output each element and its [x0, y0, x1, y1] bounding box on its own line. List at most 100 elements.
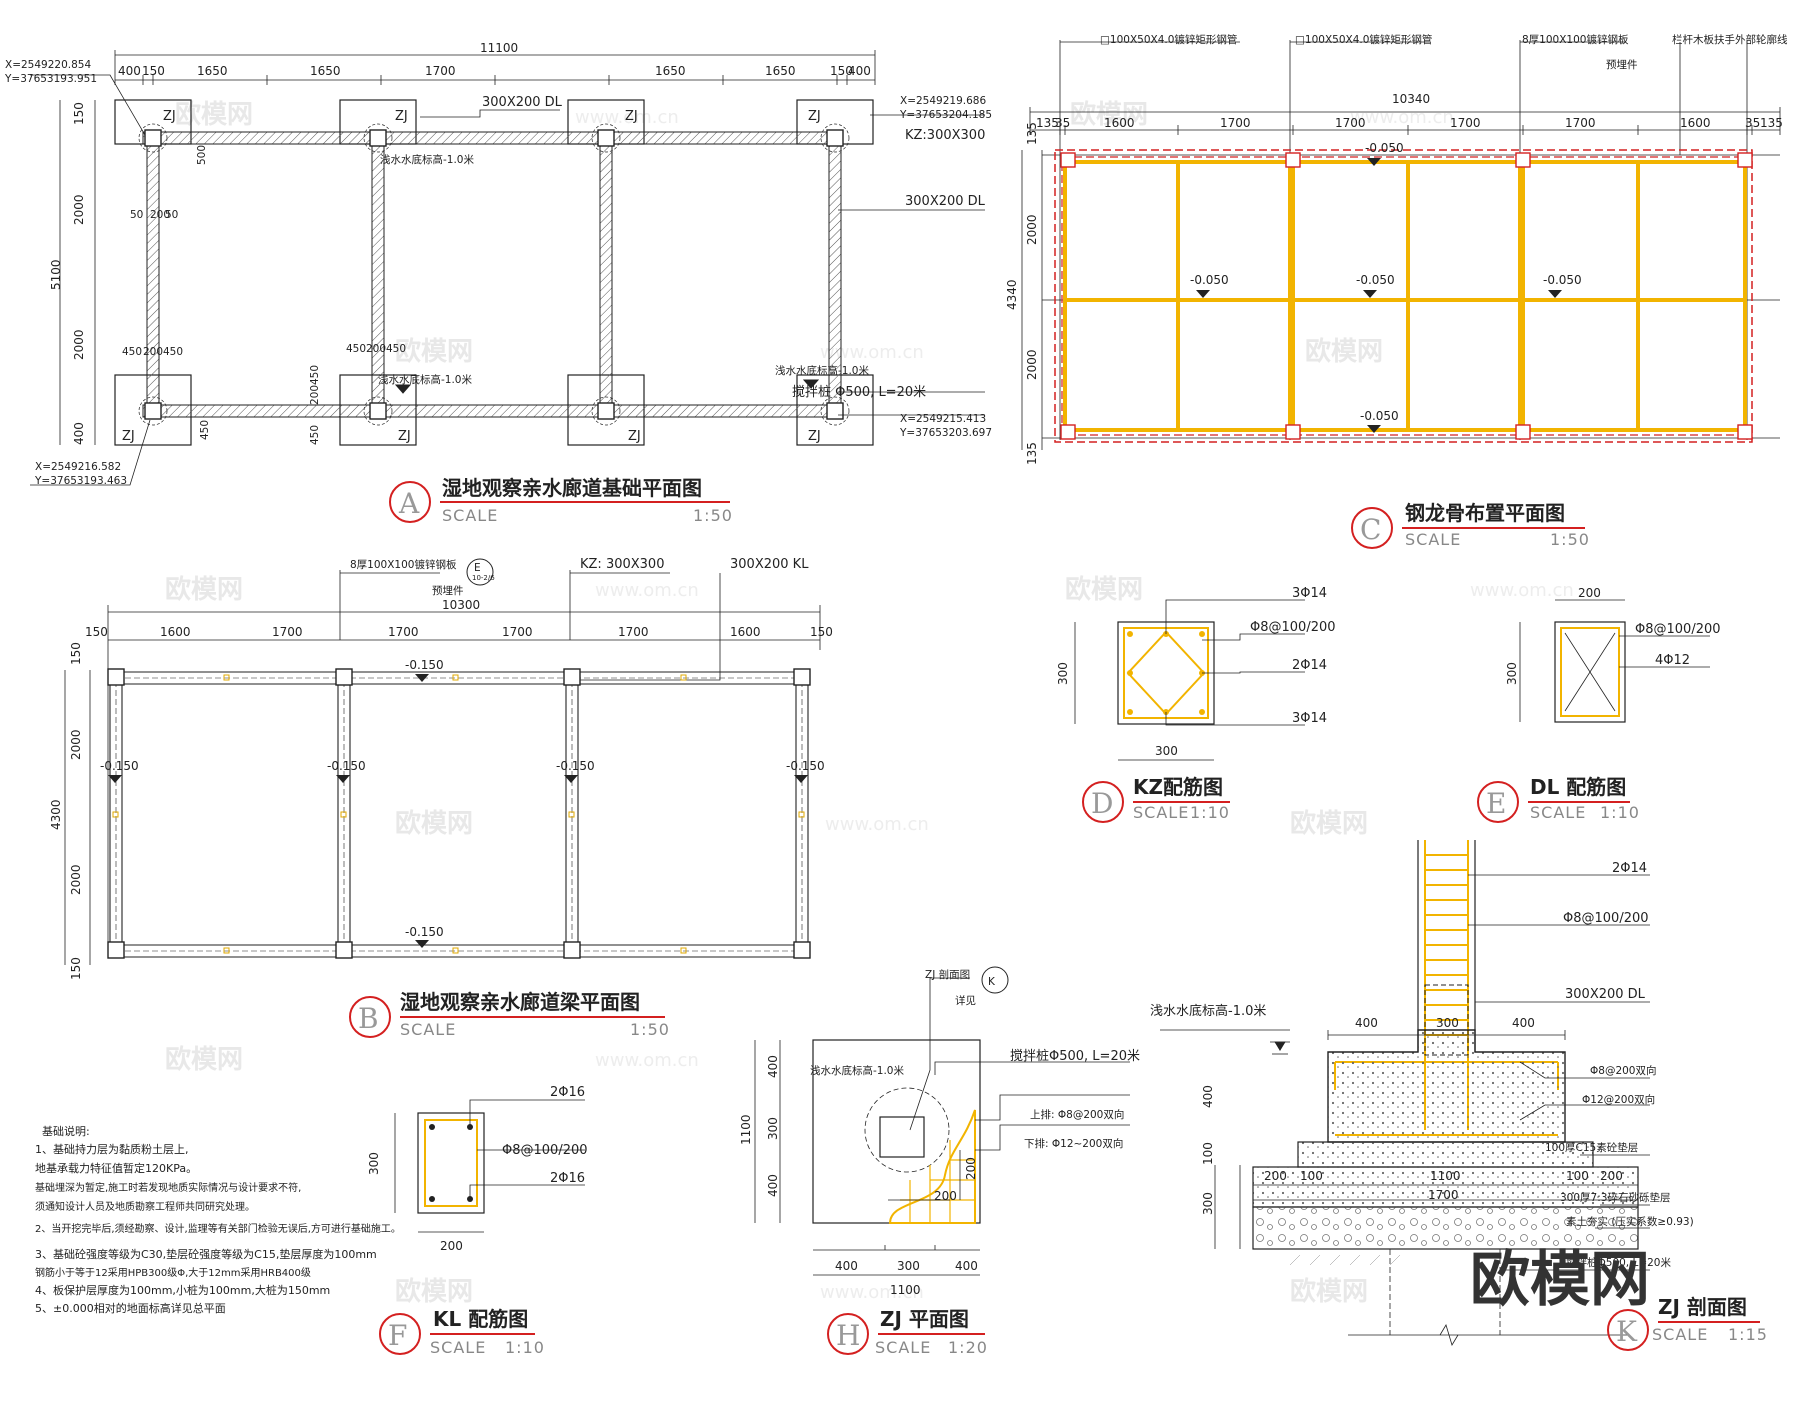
- svg-text:1700: 1700: [1220, 116, 1251, 130]
- svg-text:浅水水底标高-1.0米: 浅水水底标高-1.0米: [810, 1064, 904, 1077]
- svg-text:300: 300: [1505, 662, 1519, 685]
- drawing-e-title: E DL 配筋图 SCALE 1:10: [1477, 775, 1640, 823]
- svg-text:2Φ14: 2Φ14: [1292, 658, 1327, 673]
- svg-text:1700: 1700: [1428, 1188, 1459, 1202]
- svg-text:450: 450: [309, 365, 321, 385]
- svg-text:KZ:300X300: KZ:300X300: [905, 128, 985, 143]
- svg-text:X=2549215.413: X=2549215.413: [900, 413, 986, 425]
- svg-text:SCALE: SCALE: [442, 506, 498, 525]
- svg-text:Φ8@100/200: Φ8@100/200: [502, 1143, 588, 1158]
- svg-text:100: 100: [1201, 1142, 1215, 1165]
- svg-text:300X200 DL: 300X200 DL: [482, 95, 563, 110]
- svg-text:135: 135: [1036, 116, 1059, 130]
- svg-text:1700: 1700: [502, 625, 533, 639]
- svg-text:www.om.cn: www.om.cn: [575, 107, 679, 128]
- svg-text:K: K: [1616, 1315, 1638, 1348]
- svg-text:1700: 1700: [1335, 116, 1366, 130]
- svg-text:□100X50X4.0镀锌矩形钢管: □100X50X4.0镀锌矩形钢管: [1100, 33, 1237, 46]
- svg-text:预埋件: 预埋件: [432, 585, 464, 597]
- svg-text:150: 150: [69, 642, 83, 665]
- svg-text:4Φ12: 4Φ12: [1655, 653, 1690, 668]
- svg-text:2000: 2000: [72, 329, 86, 360]
- svg-text:欧模网: 欧模网: [175, 99, 253, 130]
- svg-text:-0.150: -0.150: [786, 759, 825, 773]
- svg-text:400: 400: [1355, 1016, 1378, 1030]
- svg-text:-0.150: -0.150: [100, 759, 139, 773]
- svg-text:50: 50: [165, 209, 178, 221]
- svg-text:E: E: [1486, 787, 1506, 820]
- svg-text:400: 400: [1201, 1085, 1215, 1108]
- svg-text:□100X50X4.0镀锌矩形钢管: □100X50X4.0镀锌矩形钢管: [1295, 33, 1432, 46]
- drawing-e-text: 200 300 Φ8@100/200 4Φ12: [1505, 586, 1721, 685]
- svg-text:1:10: 1:10: [1600, 803, 1640, 822]
- svg-text:100: 100: [1300, 1169, 1323, 1183]
- svg-text:www.om.cn: www.om.cn: [820, 1282, 924, 1303]
- drawing-k-title-text: ZJ 剖面图: [1658, 1295, 1747, 1319]
- svg-text:2000: 2000: [72, 194, 86, 225]
- svg-text:1700: 1700: [1450, 116, 1481, 130]
- svg-text:欧模网: 欧模网: [1065, 574, 1143, 605]
- svg-text:SCALE: SCALE: [1405, 530, 1461, 549]
- svg-text:1650: 1650: [197, 64, 228, 78]
- svg-text:10-2/6: 10-2/6: [472, 574, 495, 582]
- svg-text:浅水水底标高-1.0米: 浅水水底标高-1.0米: [775, 364, 869, 377]
- drawing-e-dl-rebar: [1519, 599, 1710, 723]
- svg-text:200: 200: [309, 385, 321, 405]
- svg-text:欧模网: 欧模网: [1290, 1276, 1368, 1307]
- svg-text:SCALE: SCALE: [400, 1020, 456, 1039]
- svg-text:-0.150: -0.150: [405, 925, 444, 939]
- svg-text:1:20: 1:20: [948, 1338, 988, 1357]
- svg-text:135: 135: [1025, 122, 1039, 145]
- svg-text:1:10: 1:10: [505, 1338, 545, 1357]
- svg-text:2Φ16: 2Φ16: [550, 1085, 585, 1100]
- svg-text:450: 450: [309, 425, 321, 445]
- svg-text:3Φ14: 3Φ14: [1292, 586, 1327, 601]
- svg-text:1600: 1600: [160, 625, 191, 639]
- svg-text:www.om.cn: www.om.cn: [595, 580, 699, 601]
- drawing-d-text: 3Φ14 Φ8@100/200 2Φ14 3Φ14 300 300: [1056, 586, 1336, 758]
- svg-text:X=2549219.686: X=2549219.686: [900, 95, 986, 107]
- svg-text:300: 300: [766, 1117, 780, 1140]
- svg-text:1700: 1700: [425, 64, 456, 78]
- svg-text:E: E: [474, 562, 481, 574]
- drawing-b-title: B 湿地观察亲水廊道梁平面图 SCALE 1:50: [349, 990, 669, 1039]
- drawing-h-title: H ZJ 平面图 SCALE 1:20: [827, 1307, 988, 1357]
- drawing-a-title-text: 湿地观察亲水廊道基础平面图: [442, 476, 702, 500]
- svg-text:www.om.cn: www.om.cn: [595, 1050, 699, 1071]
- svg-text:3Φ14: 3Φ14: [1292, 711, 1327, 726]
- svg-text:4300: 4300: [49, 799, 63, 830]
- svg-text:C: C: [1360, 513, 1381, 546]
- svg-text:200: 200: [366, 343, 386, 355]
- svg-text:B: B: [358, 1002, 379, 1035]
- svg-text:SCALE: SCALE: [1133, 803, 1189, 822]
- svg-text:Y=37653193.463: Y=37653193.463: [34, 475, 127, 487]
- svg-text:1700: 1700: [618, 625, 649, 639]
- svg-text:400: 400: [118, 64, 141, 78]
- svg-text:钢筋小于等于12采用HPB300级Φ,大于12mm采用HRB: 钢筋小于等于12采用HPB300级Φ,大于12mm采用HRB400级: [35, 1266, 311, 1279]
- svg-text:Y=37653203.697: Y=37653203.697: [899, 427, 992, 439]
- svg-text:ZJ: ZJ: [122, 429, 135, 444]
- big-watermark: 欧模网: [1470, 1245, 1650, 1315]
- svg-text:ZJ: ZJ: [808, 109, 821, 124]
- svg-text:5、±0.000相对的地面标高详见总平面: 5、±0.000相对的地面标高详见总平面: [35, 1301, 226, 1315]
- svg-text:300: 300: [897, 1259, 920, 1273]
- svg-text:135: 135: [1760, 116, 1783, 130]
- svg-text:4340: 4340: [1005, 279, 1019, 310]
- svg-text:1700: 1700: [1565, 116, 1596, 130]
- drawing-k-title: 欧模网 K ZJ 剖面图 SCALE 1:15: [1470, 1245, 1767, 1351]
- drawing-e-title-text: DL 配筋图: [1530, 775, 1626, 799]
- svg-text:1700: 1700: [388, 625, 419, 639]
- foundation-notes: 基础说明: 1、基础持力层为黏质粉土层上, 地基承载力特征值暂定120KPa。 …: [35, 1124, 401, 1315]
- svg-text:200: 200: [964, 1157, 978, 1180]
- svg-text:浅水水底标高-1.0米: 浅水水底标高-1.0米: [380, 153, 474, 166]
- svg-text:X=2549216.582: X=2549216.582: [35, 461, 121, 473]
- svg-text:D: D: [1091, 787, 1113, 820]
- svg-text:35: 35: [1055, 116, 1070, 130]
- svg-text:1100: 1100: [739, 1114, 753, 1145]
- svg-text:150: 150: [72, 102, 86, 125]
- svg-text:2000: 2000: [69, 729, 83, 760]
- svg-text:www.om.cn: www.om.cn: [820, 342, 924, 363]
- svg-text:基础埋深为暂定,施工时若发现地质实际情况与设计要求不符,: 基础埋深为暂定,施工时若发现地质实际情况与设计要求不符,: [35, 1181, 301, 1194]
- svg-text:200: 200: [143, 346, 163, 358]
- svg-text:2000: 2000: [1025, 349, 1039, 380]
